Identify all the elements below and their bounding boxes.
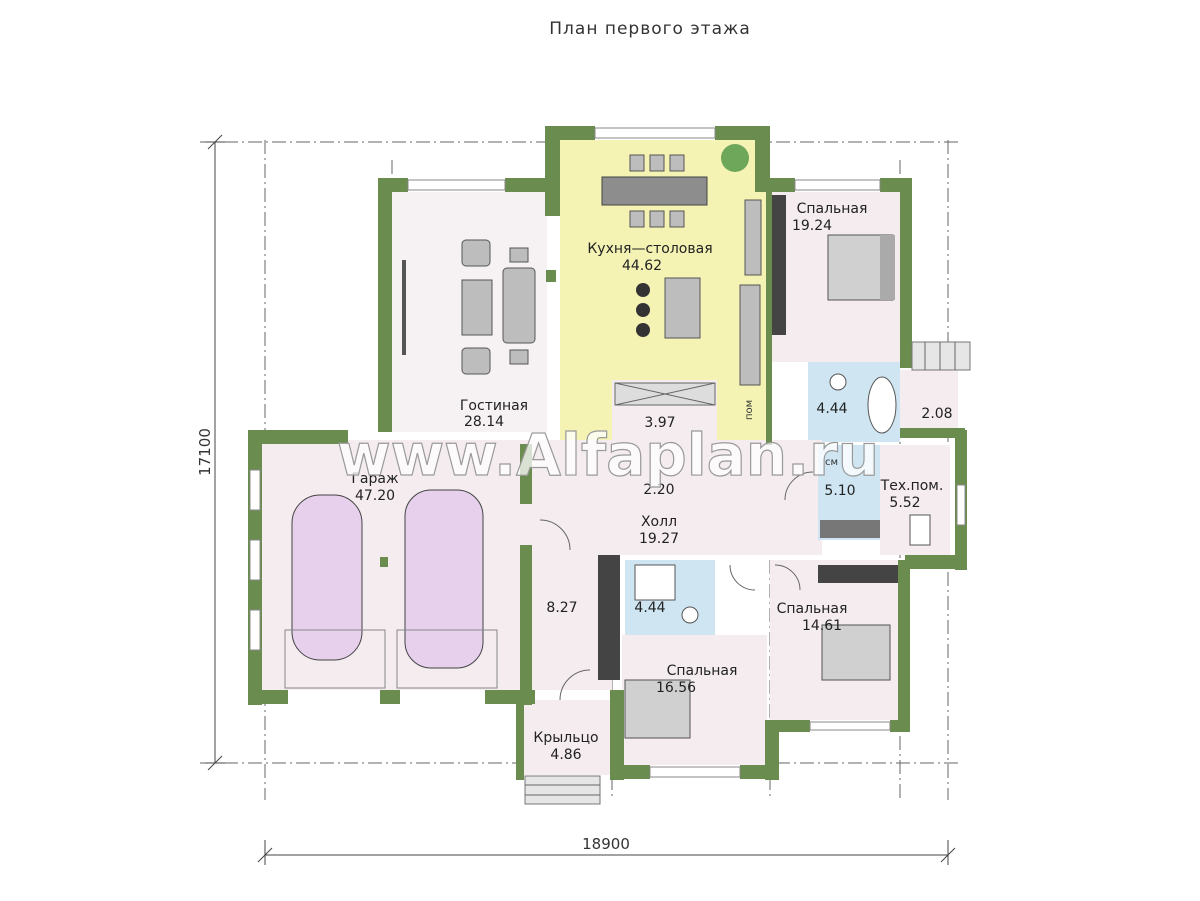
tech-name: Тех.пом. [880, 478, 944, 494]
room510-area: 5.10 [824, 483, 855, 499]
room-labels: Гостиная 28.14 Кухня—столовая 44.62 Спал… [351, 201, 952, 763]
bedroom3-area: 14.61 [802, 618, 842, 634]
kitchen-island [636, 199, 762, 386]
dimension-lines [205, 134, 956, 865]
bedroom1-area: 19.24 [792, 218, 832, 234]
pantry-area: 3.97 [644, 415, 675, 431]
sm-label: см [825, 457, 838, 468]
living-area: 28.14 [464, 414, 504, 430]
watermark: www.Alfaplan.ru [337, 421, 879, 489]
cars [284, 489, 498, 689]
closet-area: 2.20 [643, 482, 674, 498]
bedroom3-name: Спальная [777, 601, 848, 617]
pom-label: пом [744, 400, 755, 420]
tech-area: 5.52 [889, 495, 920, 511]
kitchen-area: 44.62 [622, 258, 662, 274]
plant-icon [721, 144, 749, 172]
car-icon [404, 489, 484, 669]
bath2-area: 4.44 [634, 600, 665, 616]
porch-area: 4.86 [550, 747, 581, 763]
hall-name: Холл [641, 514, 677, 530]
porch-steps [524, 341, 971, 805]
hall-floor [532, 440, 822, 555]
height-dimension: 17100 [196, 428, 214, 476]
width-dimension: 18900 [582, 835, 630, 853]
porch-name: Крыльцо [533, 730, 598, 746]
bedroom2-area: 16.56 [656, 680, 696, 696]
tambur-area: 2.08 [921, 406, 952, 422]
bathroom-fixtures [634, 373, 931, 624]
corridor-area: 8.27 [546, 600, 577, 616]
porch-floor [520, 700, 612, 775]
hall-area: 19.27 [639, 531, 679, 547]
bedroom2-name: Спальная [667, 663, 738, 679]
beds [624, 234, 895, 739]
kitchen-name: Кухня—столовая [587, 241, 712, 257]
doors [539, 471, 814, 701]
wardrobes [598, 195, 898, 680]
dining-table [601, 144, 749, 228]
bedroom1-name: Спальная [797, 201, 868, 217]
plan-title: План первого этажа [549, 19, 751, 39]
garage-name: Гараж [351, 471, 399, 487]
walls [248, 126, 967, 780]
car-icon [291, 494, 363, 661]
living-furniture [402, 239, 536, 375]
windows [249, 127, 966, 778]
garage-area: 47.20 [355, 488, 395, 504]
living-name: Гостиная [460, 398, 528, 414]
tambur-floor [900, 370, 958, 430]
bath1-area: 4.44 [816, 401, 847, 417]
